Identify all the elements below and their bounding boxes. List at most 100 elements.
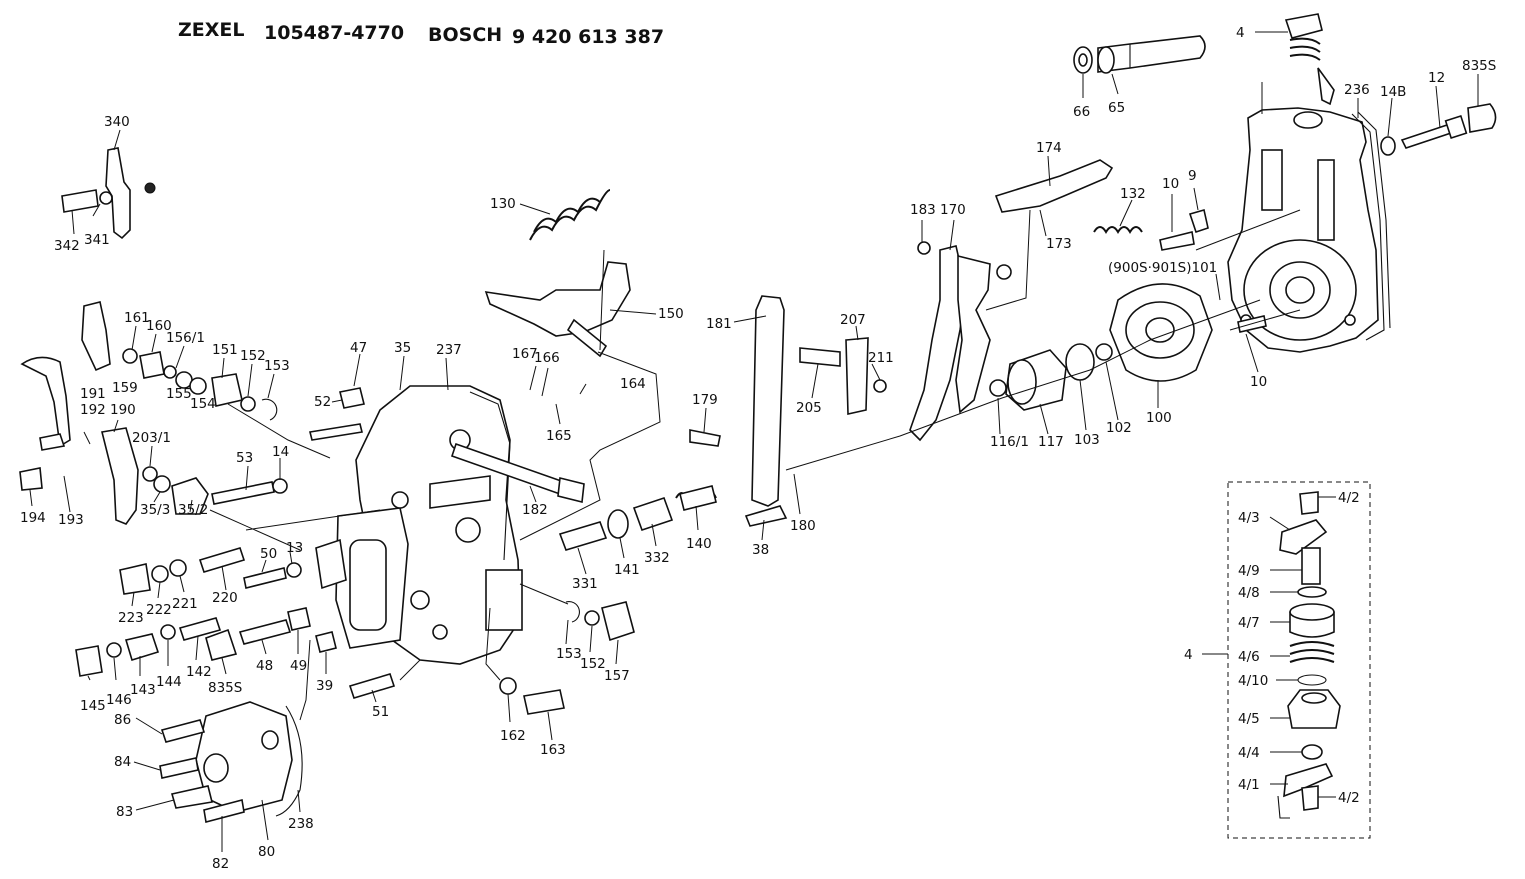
spring-4-6 [1289, 641, 1335, 663]
lever-181 [751, 295, 785, 507]
label-173: 173 [1046, 236, 1072, 252]
label-174: 174 [1036, 140, 1062, 156]
label-156-1: 156/1 [166, 330, 205, 346]
cap-145 [75, 645, 103, 677]
zexel-part-number: 105487-4770 [264, 22, 404, 44]
plug-157 [601, 601, 635, 642]
pin-205 [799, 347, 841, 367]
bracket-340-group [61, 147, 156, 240]
nut-332 [632, 496, 674, 532]
circlip-153 [261, 398, 278, 421]
brand-bosch: BOSCH [428, 24, 502, 46]
label-194: 194 [20, 510, 46, 526]
lower-left-group [75, 547, 246, 677]
label-4-7: 4/7 [1238, 615, 1260, 631]
label-13: 13 [286, 540, 303, 556]
screw-86 [160, 719, 206, 743]
label-165: 165 [546, 428, 572, 444]
control-lever-group [689, 159, 1143, 527]
body-4-5 [1287, 689, 1341, 729]
plate-4-3 [1279, 519, 1328, 555]
label-12: 12 [1428, 70, 1445, 86]
leader-lines [29, 31, 1479, 852]
label-150: 150 [658, 306, 684, 322]
label-38: 38 [752, 542, 769, 558]
washer-159 [122, 348, 138, 364]
ring-238 [275, 705, 303, 817]
detail-box-frame [1227, 481, 1371, 839]
stop-screw-group [122, 348, 278, 421]
lever-150 [484, 261, 631, 337]
screw-52 [309, 423, 363, 441]
label-166: 166 [534, 350, 560, 366]
washer-14B [1380, 136, 1396, 156]
bosch-part-number: 9 420 613 387 [512, 26, 664, 48]
label-103: 103 [1074, 432, 1100, 448]
label-160: 160 [146, 318, 172, 334]
label-900s-901s-101: (900S·901S)101 [1108, 260, 1217, 276]
label-193: 193 [58, 512, 84, 528]
lever-150-group [484, 189, 631, 358]
label-222: 222 [146, 602, 172, 618]
lever-174 [994, 159, 1114, 213]
label-4-2-top: 4/2 [1338, 490, 1360, 506]
cover-group [159, 701, 303, 823]
label-39: 39 [316, 678, 333, 694]
label-140: 140 [686, 536, 712, 552]
label-181: 181 [706, 316, 732, 332]
washer-4-4 [1301, 744, 1323, 760]
spring-132 [1093, 226, 1143, 234]
mid-screw-group [238, 562, 396, 699]
label-341: 341 [84, 232, 110, 248]
screw-set-group [211, 387, 585, 505]
label-183: 183 [910, 202, 936, 218]
washer-221 [169, 559, 187, 577]
washer-222 [151, 565, 169, 583]
screw-163 [523, 689, 565, 715]
label-65: 65 [1108, 100, 1125, 116]
spring-130 [529, 189, 611, 241]
screw-50 [243, 567, 287, 589]
screw-82 [203, 799, 245, 823]
label-182: 182 [522, 502, 548, 518]
label-144: 144 [156, 674, 182, 690]
label-146: 146 [106, 692, 132, 708]
label-100: 100 [1146, 410, 1172, 426]
bracket-340 [105, 147, 131, 240]
label-53: 53 [236, 450, 253, 466]
bracket-191 [81, 301, 111, 372]
screw-84 [159, 757, 199, 779]
label-130: 130 [490, 196, 516, 212]
washer-183 [917, 241, 931, 255]
washer-13 [286, 562, 302, 578]
part-labels: 4 66 65 236 14B 12 835S 340 342 341 130 … [20, 25, 1496, 872]
washer-156-1 [163, 365, 177, 379]
ring-152 [240, 396, 256, 412]
circlip-153-b [565, 601, 580, 623]
plate-207 [845, 337, 869, 415]
screw-53 [211, 481, 275, 505]
label-221: 221 [172, 596, 198, 612]
label-203-1: 203/1 [132, 430, 171, 446]
screw-142 [178, 617, 222, 641]
label-157: 157 [604, 668, 630, 684]
label-153-b: 153 [556, 646, 582, 662]
label-132: 132 [1120, 186, 1146, 202]
label-116-1: 116/1 [990, 434, 1029, 450]
nut-39 [315, 631, 337, 653]
label-154: 154 [190, 396, 216, 412]
label-14B: 14B [1380, 84, 1406, 100]
ring-154 [189, 377, 207, 395]
pin-179 [689, 429, 721, 447]
screw-342 [61, 189, 99, 213]
label-151: 151 [212, 342, 238, 358]
label-152-b: 152 [580, 656, 606, 672]
label-117: 117 [1038, 434, 1064, 450]
label-4-1: 4/1 [1238, 777, 1260, 793]
screw-83 [170, 785, 213, 809]
washer-211 [873, 379, 887, 393]
label-4-9: 4/9 [1238, 563, 1260, 579]
label-167: 167 [512, 346, 538, 362]
label-52: 52 [314, 394, 331, 410]
